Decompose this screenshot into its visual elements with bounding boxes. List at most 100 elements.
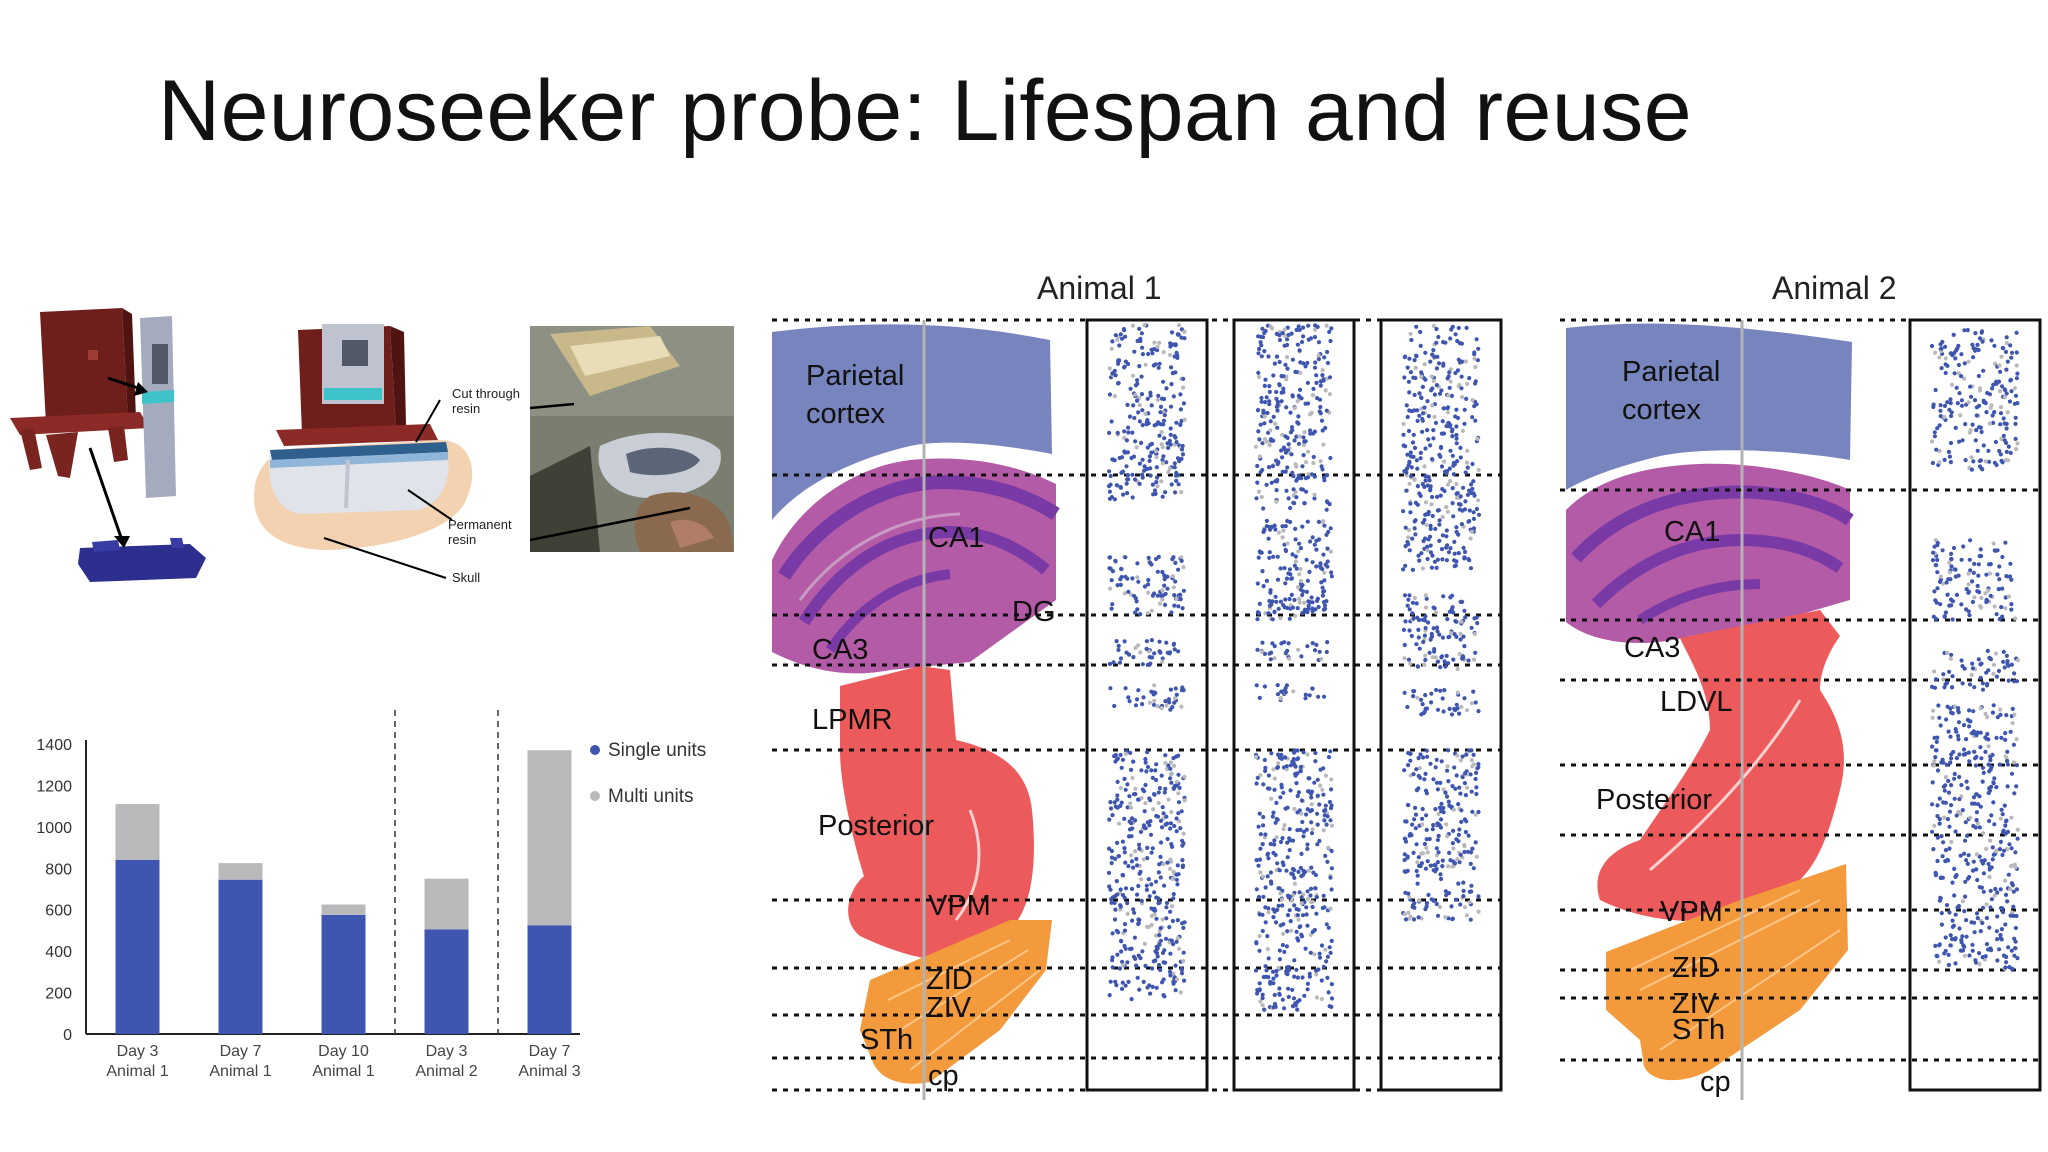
raster-dot bbox=[1964, 607, 1969, 612]
raster-dot bbox=[1182, 774, 1187, 779]
raster-dot bbox=[1130, 918, 1135, 923]
raster-dot bbox=[1129, 859, 1135, 864]
raster-dot bbox=[1986, 744, 1991, 749]
raster-dot bbox=[1277, 986, 1282, 991]
raster-dot bbox=[1167, 466, 1172, 471]
raster-dot bbox=[1287, 597, 1292, 602]
raster-dot bbox=[1280, 455, 1285, 460]
raster-dot bbox=[1154, 985, 1159, 990]
raster-dot bbox=[1953, 961, 1958, 966]
raster-dot bbox=[1257, 346, 1262, 352]
raster-dot bbox=[1268, 870, 1273, 875]
raster-dot bbox=[1314, 972, 1319, 977]
raster-dot bbox=[1310, 641, 1315, 646]
raster-dot bbox=[1326, 845, 1331, 850]
raster-dot bbox=[1281, 931, 1286, 936]
raster-dot bbox=[1959, 403, 1965, 408]
raster-dot bbox=[1262, 383, 1267, 388]
raster-dot bbox=[2005, 410, 2010, 415]
raster-dot bbox=[1981, 889, 1986, 894]
raster-dot bbox=[1320, 787, 1325, 792]
raster-dot bbox=[2003, 540, 2008, 545]
raster-dot bbox=[1458, 502, 1463, 507]
raster-dot bbox=[1154, 422, 1159, 427]
raster-dot bbox=[1974, 792, 1979, 797]
raster-dot bbox=[1268, 588, 1273, 593]
raster-dot bbox=[1267, 603, 1272, 608]
raster-dot bbox=[2015, 956, 2020, 961]
raster-dot bbox=[1295, 1007, 1300, 1012]
raster-dot bbox=[1402, 690, 1407, 695]
raster-dot bbox=[1952, 704, 1957, 709]
raster-dot bbox=[1425, 556, 1430, 562]
raster-dot bbox=[1179, 704, 1184, 709]
raster-dot bbox=[1411, 850, 1416, 856]
raster-dot bbox=[1979, 605, 1984, 610]
raster-dot bbox=[2009, 846, 2014, 851]
raster-dot bbox=[1136, 921, 1141, 927]
raster-dot bbox=[1401, 443, 1406, 448]
raster-dot bbox=[1115, 337, 1120, 342]
raster-dot bbox=[1976, 802, 1981, 807]
raster-dot bbox=[1957, 752, 1962, 757]
raster-dot bbox=[1120, 872, 1125, 878]
raster-dot bbox=[1304, 589, 1309, 594]
raster-dot bbox=[1310, 904, 1315, 910]
raster-dot bbox=[1287, 567, 1292, 572]
raster-dot bbox=[1179, 335, 1184, 340]
raster-dot bbox=[1169, 938, 1174, 943]
y-tick-label: 0 bbox=[63, 1027, 72, 1044]
raster-dot bbox=[1408, 831, 1413, 837]
raster-dot bbox=[1253, 444, 1259, 449]
raster-dot bbox=[1133, 477, 1138, 482]
raster-dot bbox=[1135, 575, 1140, 580]
raster-dot bbox=[1158, 854, 1163, 860]
raster-dot bbox=[1273, 479, 1278, 484]
raster-dot bbox=[1280, 860, 1285, 865]
raster-dot bbox=[1971, 570, 1976, 575]
raster-dot bbox=[2000, 345, 2005, 351]
raster-dot bbox=[1128, 750, 1133, 755]
raster-dot bbox=[1405, 365, 1410, 370]
raster-dot bbox=[1115, 797, 1120, 802]
raster-dot bbox=[1423, 593, 1428, 598]
raster-dot bbox=[1978, 929, 1983, 934]
raster-dot bbox=[1433, 807, 1438, 812]
raster-dot bbox=[1328, 749, 1333, 754]
raster-dot bbox=[1459, 359, 1465, 364]
raster-dot bbox=[1175, 918, 1180, 923]
raster-dot bbox=[1107, 993, 1112, 998]
raster-dot bbox=[1970, 342, 1975, 347]
raster-dot bbox=[1414, 354, 1419, 359]
raster-dot bbox=[1417, 558, 1422, 563]
raster-dot bbox=[1277, 948, 1282, 953]
raster-dot bbox=[1456, 881, 1461, 886]
raster-dot bbox=[1960, 438, 1965, 443]
raster-dot bbox=[1461, 634, 1466, 639]
raster-dot bbox=[1150, 846, 1155, 851]
raster-dot bbox=[1262, 757, 1267, 763]
raster-dot bbox=[1261, 506, 1266, 511]
raster-dot bbox=[1151, 492, 1156, 497]
raster-dot bbox=[1979, 595, 1984, 601]
raster-dot bbox=[1286, 641, 1291, 646]
raster-dot bbox=[1314, 968, 1319, 973]
raster-dot bbox=[1107, 817, 1112, 822]
raster-dot bbox=[1328, 950, 1333, 956]
raster-dot bbox=[1268, 657, 1273, 662]
raster-dot bbox=[1320, 520, 1325, 525]
raster-dot bbox=[1426, 620, 1431, 625]
raster-dot bbox=[1439, 388, 1444, 393]
raster-dot bbox=[1146, 877, 1151, 882]
label-permanent-line1: Permanent bbox=[448, 517, 512, 532]
raster-dot bbox=[1282, 1006, 1287, 1011]
raster-dot bbox=[1976, 657, 1981, 662]
raster-dot bbox=[1155, 569, 1160, 574]
raster-dot bbox=[1135, 863, 1140, 868]
raster-dot bbox=[1167, 352, 1173, 358]
raster-dot bbox=[1428, 550, 1433, 555]
raster-dot bbox=[1145, 445, 1150, 450]
raster-dot bbox=[1408, 751, 1413, 756]
raster-dot bbox=[1938, 403, 1943, 408]
raster-dot bbox=[1176, 800, 1182, 805]
